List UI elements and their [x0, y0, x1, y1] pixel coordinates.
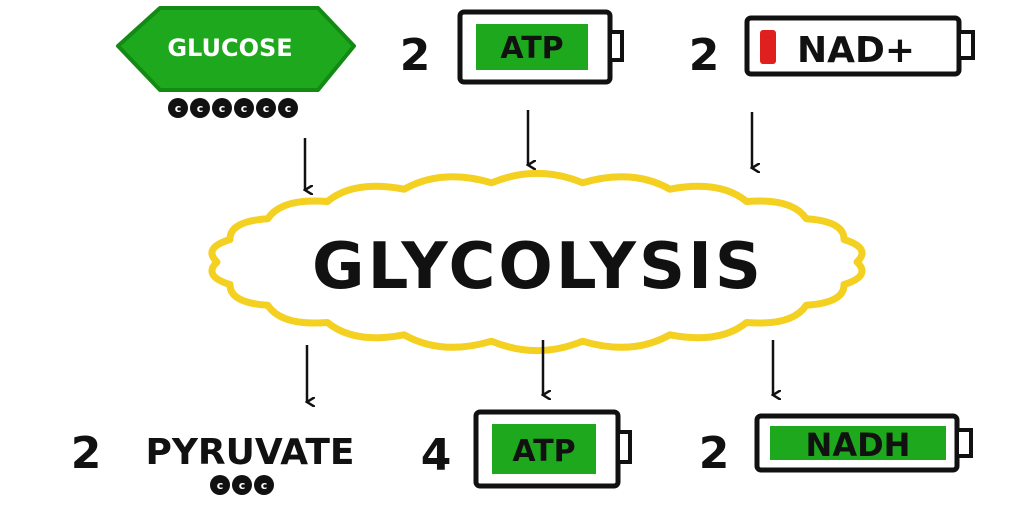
pyruvate-label: PYRUVATE [145, 432, 354, 473]
carbon-atom: c [234, 98, 254, 118]
carbon-atom: c [212, 98, 232, 118]
atp-input-charge [476, 24, 588, 70]
carbon-atom: c [190, 98, 210, 118]
svg-text:c: c [261, 479, 268, 492]
carbon-atom: c [278, 98, 298, 118]
nad-label: NAD+ [797, 30, 915, 71]
svg-text:c: c [241, 102, 248, 115]
atp-output-count: 4 [421, 430, 452, 481]
carbon-atom: c [210, 475, 230, 495]
glucose-label: GLUCOSE [167, 34, 292, 62]
svg-text:c: c [217, 479, 224, 492]
pyruvate-count: 2 [71, 428, 102, 479]
carbon-atom: c [232, 475, 252, 495]
svg-text:c: c [263, 102, 270, 115]
atp-input-label: ATP [500, 31, 563, 66]
nadh-battery: NADH [754, 413, 973, 473]
carbon-atom: c [254, 475, 274, 495]
glycolysis-starburst [208, 169, 866, 355]
atp-input-count: 2 [400, 30, 431, 81]
nad-input-count: 2 [689, 30, 720, 81]
nadh-count: 2 [699, 428, 730, 479]
nad-charge-low [760, 30, 776, 64]
atp-output-charge [492, 424, 596, 474]
svg-text:c: c [285, 102, 292, 115]
carbon-atom: c [256, 98, 276, 118]
atp-output-battery: ATP [473, 409, 632, 489]
svg-text:c: c [197, 102, 204, 115]
glucose-molecule: GLUCOSE c c c c c c [116, 6, 356, 118]
atp-input-battery: ATP [457, 9, 624, 85]
glucose-hexagon [116, 6, 356, 92]
carbon-atom: c [168, 98, 188, 118]
nad-battery: NAD+ [744, 15, 975, 77]
nadh-label: NADH [806, 426, 911, 464]
svg-text:c: c [239, 479, 246, 492]
svg-text:c: c [219, 102, 226, 115]
svg-text:c: c [175, 102, 182, 115]
nadh-charge [770, 426, 946, 460]
atp-output-label: ATP [512, 434, 575, 469]
glycolysis-label: GLYCOLYSIS [312, 230, 764, 304]
